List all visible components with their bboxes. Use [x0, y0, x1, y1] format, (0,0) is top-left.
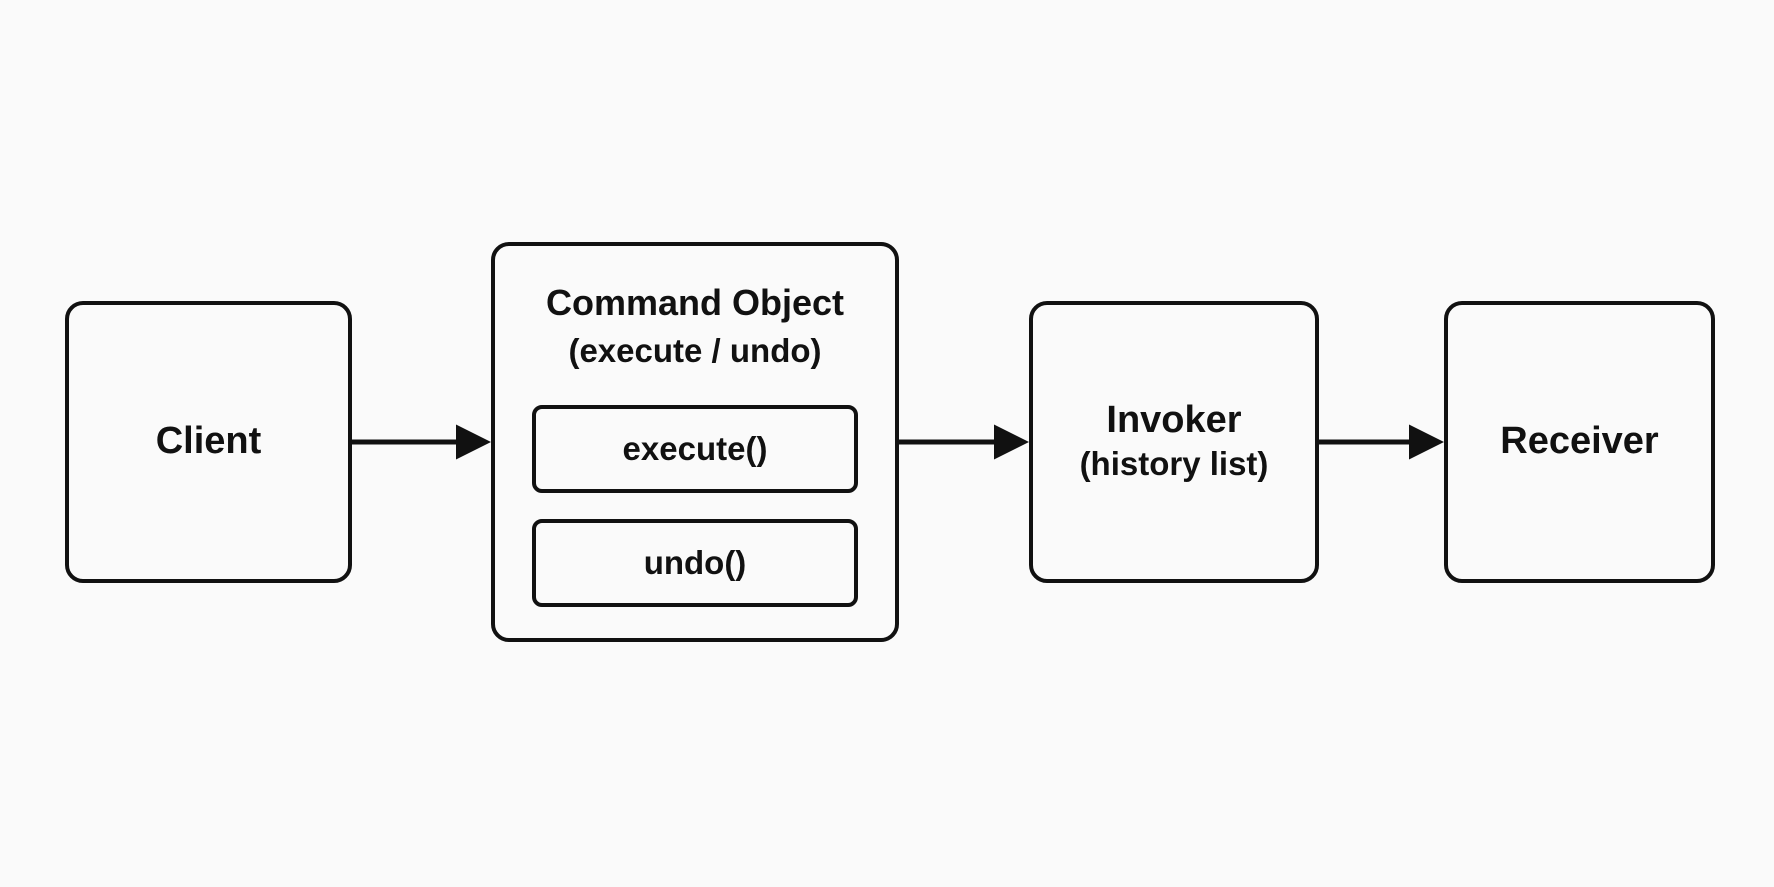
- invoker-node: Invoker (history list): [1029, 301, 1319, 583]
- client-label: Client: [155, 420, 262, 463]
- command-object-node: Command Object (execute / undo) execute(…: [491, 242, 899, 642]
- command-object-subtitle: (execute / undo): [568, 331, 822, 369]
- client-node: Client: [65, 301, 352, 583]
- undo-method-label: undo(): [643, 544, 747, 581]
- execute-method-box: execute(): [532, 405, 858, 493]
- execute-method-label: execute(): [622, 430, 768, 467]
- invoker-sublabel: (history list): [1079, 445, 1269, 483]
- receiver-label: Receiver: [1500, 420, 1659, 463]
- receiver-node: Receiver: [1444, 301, 1715, 583]
- invoker-label: Invoker: [1106, 398, 1242, 441]
- command-object-title: Command Object: [545, 282, 845, 323]
- undo-method-box: undo(): [532, 519, 858, 607]
